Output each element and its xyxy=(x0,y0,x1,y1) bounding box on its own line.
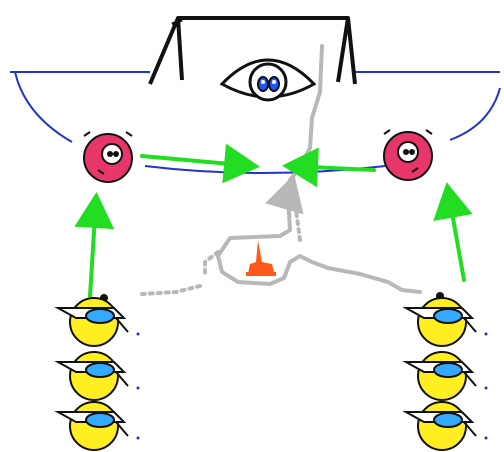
goalie-icon xyxy=(219,58,317,102)
defender-icon xyxy=(383,129,433,181)
cone-icon xyxy=(246,240,276,276)
pass-arrow-left-in xyxy=(140,143,260,184)
forward-line-left xyxy=(54,297,140,451)
pass-arrow-right-up xyxy=(433,182,473,282)
forward-player-icon xyxy=(402,351,488,401)
forward-player-icon xyxy=(54,401,140,451)
forward-player-icon xyxy=(402,297,488,347)
defender-icon xyxy=(83,131,133,183)
forward-player-icon xyxy=(402,401,488,451)
forward-line-right xyxy=(402,297,488,451)
forward-player-icon xyxy=(54,297,140,347)
forward-player-icon xyxy=(54,351,140,401)
pass-arrow-left-up xyxy=(74,192,115,298)
faceoff-arc-right xyxy=(449,87,501,141)
goal-net-icon xyxy=(148,16,357,85)
faceoff-arc-left xyxy=(14,71,73,143)
pass-arrow-right-in xyxy=(282,147,376,188)
pass-arrows xyxy=(74,143,473,298)
